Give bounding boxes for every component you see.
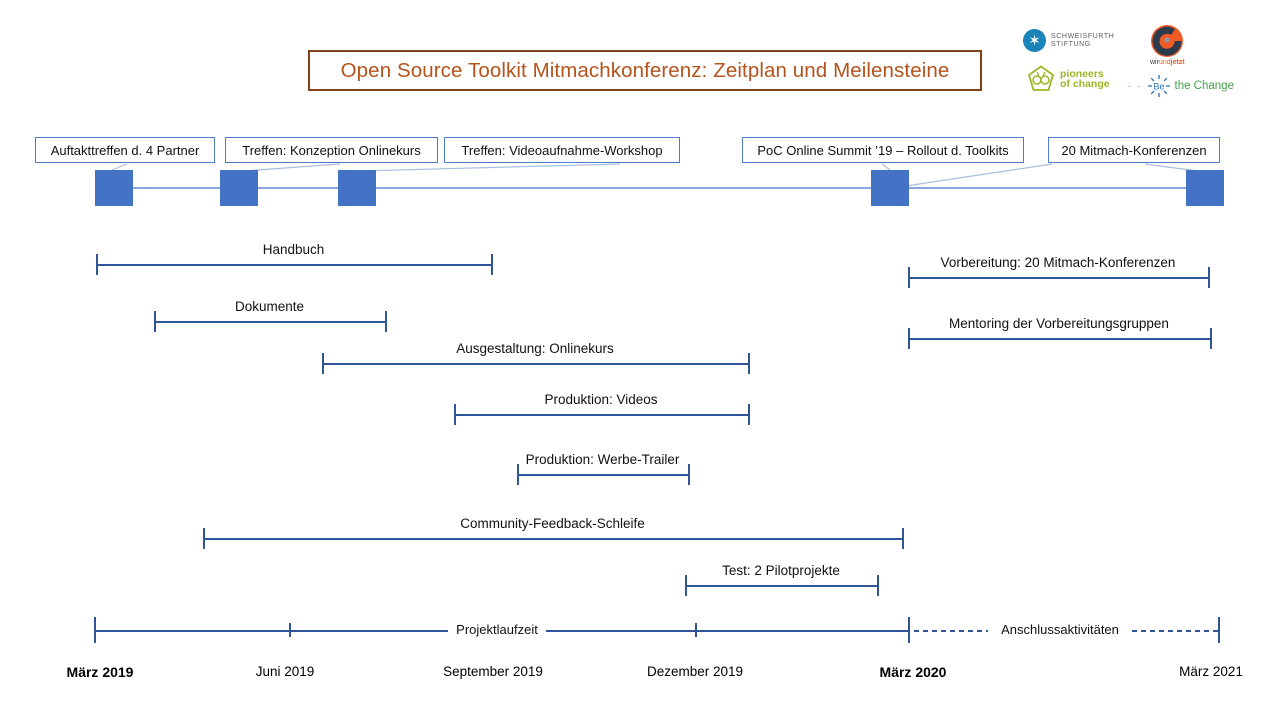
date-label: September 2019 (443, 664, 543, 679)
task-span-label: Handbuch (262, 242, 325, 257)
title-box: Open Source Toolkit Mitmachkonferenz: Ze… (308, 50, 982, 91)
date-label: Dezember 2019 (646, 664, 744, 679)
task-span-label: Vorbereitung: 20 Mitmach-Konferenzen (940, 255, 1176, 270)
axis-solid-line (94, 630, 448, 632)
span-start-tick (685, 575, 687, 596)
axis-end-tick (908, 617, 910, 643)
date-label: Juni 2019 (255, 664, 315, 679)
span-end-tick (877, 575, 879, 596)
span-end-tick (1210, 328, 1212, 349)
task-span-line (322, 363, 748, 365)
milestone-box: Treffen: Videoaufnahme-Workshop (444, 137, 680, 163)
span-start-tick (908, 267, 910, 288)
pioneers-butterfly-icon (1028, 65, 1054, 91)
axis-end-tick (94, 617, 96, 643)
task-span-label: Ausgestaltung: Onlinekurs (456, 341, 614, 356)
pioneers-wordmark: pioneers of change (1060, 67, 1110, 90)
span-start-tick (322, 353, 324, 374)
milestone-box: Treffen: Konzeption Onlinekurs (225, 137, 438, 163)
connector-line (243, 163, 341, 172)
span-end-tick (748, 404, 750, 425)
logo-schweisfurth-stiftung: ✶ SCHWEISFURTH STIFTUNG (1022, 28, 1114, 53)
span-end-tick (385, 311, 387, 332)
task-span-line (454, 414, 748, 416)
task-span-label: Test: 2 Pilotprojekte (722, 563, 840, 578)
span-end-tick (902, 528, 904, 549)
span-start-tick (517, 464, 519, 485)
date-label: März 2019 (66, 664, 134, 680)
task-span-line (517, 474, 688, 476)
axis-minor-tick (695, 623, 697, 637)
axis-label-anschlussaktivitaeten: Anschlussaktivitäten (1001, 622, 1119, 637)
connector-line (111, 163, 128, 171)
task-span-line (154, 321, 385, 323)
milestone-square (1186, 170, 1224, 206)
task-span-label: Produktion: Werbe-Trailer (525, 452, 680, 467)
span-start-tick (154, 311, 156, 332)
wirundjetzt-wordmark: wirundjetzt (1150, 59, 1185, 66)
page-title: Open Source Toolkit Mitmachkonferenz: Ze… (340, 58, 950, 82)
span-end-tick (748, 353, 750, 374)
milestone-box: 20 Mitmach-Konferenzen (1048, 137, 1220, 163)
task-span-label: Produktion: Videos (544, 392, 658, 407)
be-the-change-wordmark: the Change (1174, 80, 1234, 92)
axis-minor-tick (289, 623, 291, 637)
date-label: März 2020 (879, 664, 947, 680)
milestone-square (871, 170, 909, 206)
schweisfurth-wordmark: SCHWEISFURTH STIFTUNG (1051, 32, 1115, 48)
connector-line (1144, 163, 1199, 172)
axis-label-projektlaufzeit: Projektlaufzeit (456, 622, 538, 637)
span-end-tick (1208, 267, 1210, 288)
schweisfurth-star-icon: ✶ (1023, 29, 1046, 52)
wirundjetzt-swirl-icon (1151, 25, 1184, 57)
task-span-line (685, 585, 877, 587)
task-span-line (908, 338, 1210, 340)
span-end-tick (491, 254, 493, 275)
date-label: März 2021 (1179, 664, 1243, 679)
span-start-tick (454, 404, 456, 425)
connector-line (359, 163, 621, 172)
be-the-change-dashes: - - (1128, 81, 1143, 91)
logo-pioneers-of-change: pioneers of change (1026, 64, 1110, 94)
span-start-tick (908, 328, 910, 349)
milestone-square (95, 170, 133, 206)
connector-line (881, 163, 891, 171)
milestone-square (338, 170, 376, 206)
milestone-square (220, 170, 258, 206)
axis-dashed-line (914, 630, 988, 632)
axis-end-tick (1218, 617, 1220, 643)
task-span-line (96, 264, 491, 266)
logo-be-the-change: - - Be the Change (1128, 74, 1234, 98)
axis-dashed-line (1132, 630, 1218, 632)
connector-line (905, 163, 1053, 187)
svg-text:Be: Be (1153, 82, 1164, 92)
logo-wirundjetzt: wirundjetzt (1150, 24, 1185, 66)
milestone-box: PoC Online Summit ’19 – Rollout d. Toolk… (742, 137, 1024, 163)
task-span-label: Mentoring der Vorbereitungsgruppen (949, 316, 1169, 331)
axis-solid-line (546, 630, 908, 632)
span-start-tick (96, 254, 98, 275)
be-the-change-snowflake-icon: Be (1147, 75, 1170, 97)
span-start-tick (203, 528, 205, 549)
span-end-tick (688, 464, 690, 485)
svg-text:✶: ✶ (1028, 33, 1041, 50)
task-span-line (203, 538, 902, 540)
task-span-label: Community-Feedback-Schleife (460, 516, 645, 531)
task-span-line (908, 277, 1208, 279)
task-span-label: Dokumente (234, 299, 305, 314)
milestone-box: Auftakttreffen d. 4 Partner (35, 137, 215, 163)
